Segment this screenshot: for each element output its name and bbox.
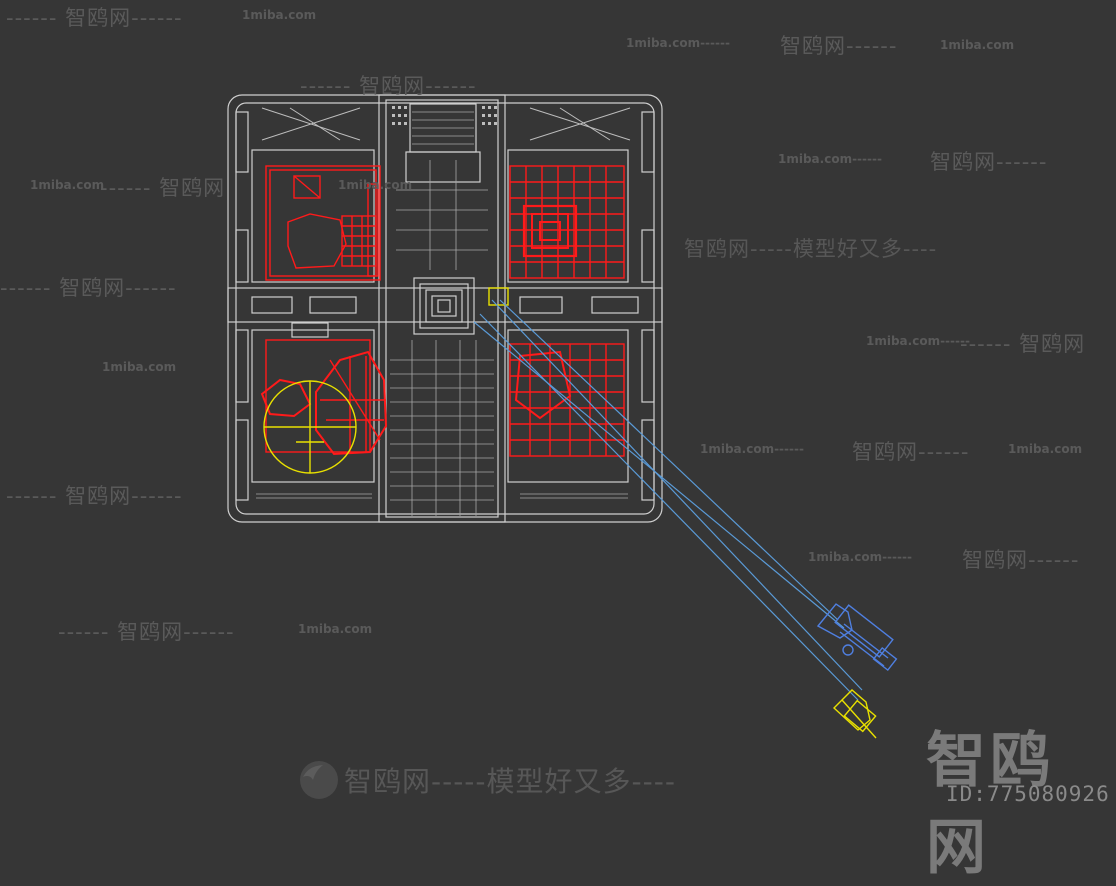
selected-objects[interactable] xyxy=(260,165,625,457)
watermark-text: ------ 智鸥网 xyxy=(100,176,226,200)
watermark-site: 1miba.com xyxy=(298,622,373,636)
bottom-banner-text: 智鸥网-----模型好又多---- xyxy=(344,765,676,798)
watermark-site: 1miba.com------ xyxy=(866,334,970,348)
watermark-site: 1miba.com------ xyxy=(626,36,730,50)
watermark-site: 1miba.com xyxy=(1008,442,1083,456)
plan-drawing[interactable] xyxy=(0,0,1116,833)
watermark-text: ------ 智鸥网------ xyxy=(300,74,477,98)
watermark-site: 1miba.com xyxy=(30,178,105,192)
watermark-text: 智鸥网------ xyxy=(780,34,898,58)
watermark-text: 智鸥网------ xyxy=(930,150,1048,174)
model-id: ID:775080926 xyxy=(946,782,1110,806)
stair-hatching xyxy=(256,111,628,516)
camera-target-icon[interactable] xyxy=(832,689,877,739)
watermark-site: 1miba.com------ xyxy=(808,550,912,564)
watermark-site: 1miba.com xyxy=(242,8,317,22)
watermark-text: 智鸥网------ xyxy=(962,548,1080,572)
watermark-site: 1miba.com xyxy=(940,38,1015,52)
camera-frustum xyxy=(473,299,863,701)
yellow-gizmo[interactable] xyxy=(263,287,509,474)
watermark-site: 1miba.com------ xyxy=(700,442,804,456)
watermark-text: ------ 智鸥网------ xyxy=(6,484,183,508)
watermark-site: 1miba.com xyxy=(102,360,177,374)
camera-icon[interactable] xyxy=(816,603,898,672)
bottom-banner: 智鸥网-----模型好又多---- xyxy=(300,760,676,800)
watermark-text: ------ 智鸥网------ xyxy=(0,276,177,300)
truss-lines xyxy=(261,107,631,141)
building-outline xyxy=(227,94,663,523)
watermark-text: 智鸥网------ xyxy=(852,440,970,464)
watermark-site: 1miba.com xyxy=(338,178,413,192)
watermark-slogan: 智鸥网-----模型好又多---- xyxy=(684,237,938,261)
dot-grids xyxy=(392,106,497,125)
watermark-text: ------ 智鸥网------ xyxy=(6,6,183,30)
watermark-text: ------ 智鸥网------ xyxy=(58,620,235,644)
watermark-text: ------ 智鸥网 xyxy=(960,332,1086,356)
watermark-site: 1miba.com------ xyxy=(778,152,882,166)
bird-logo-icon xyxy=(300,761,338,799)
